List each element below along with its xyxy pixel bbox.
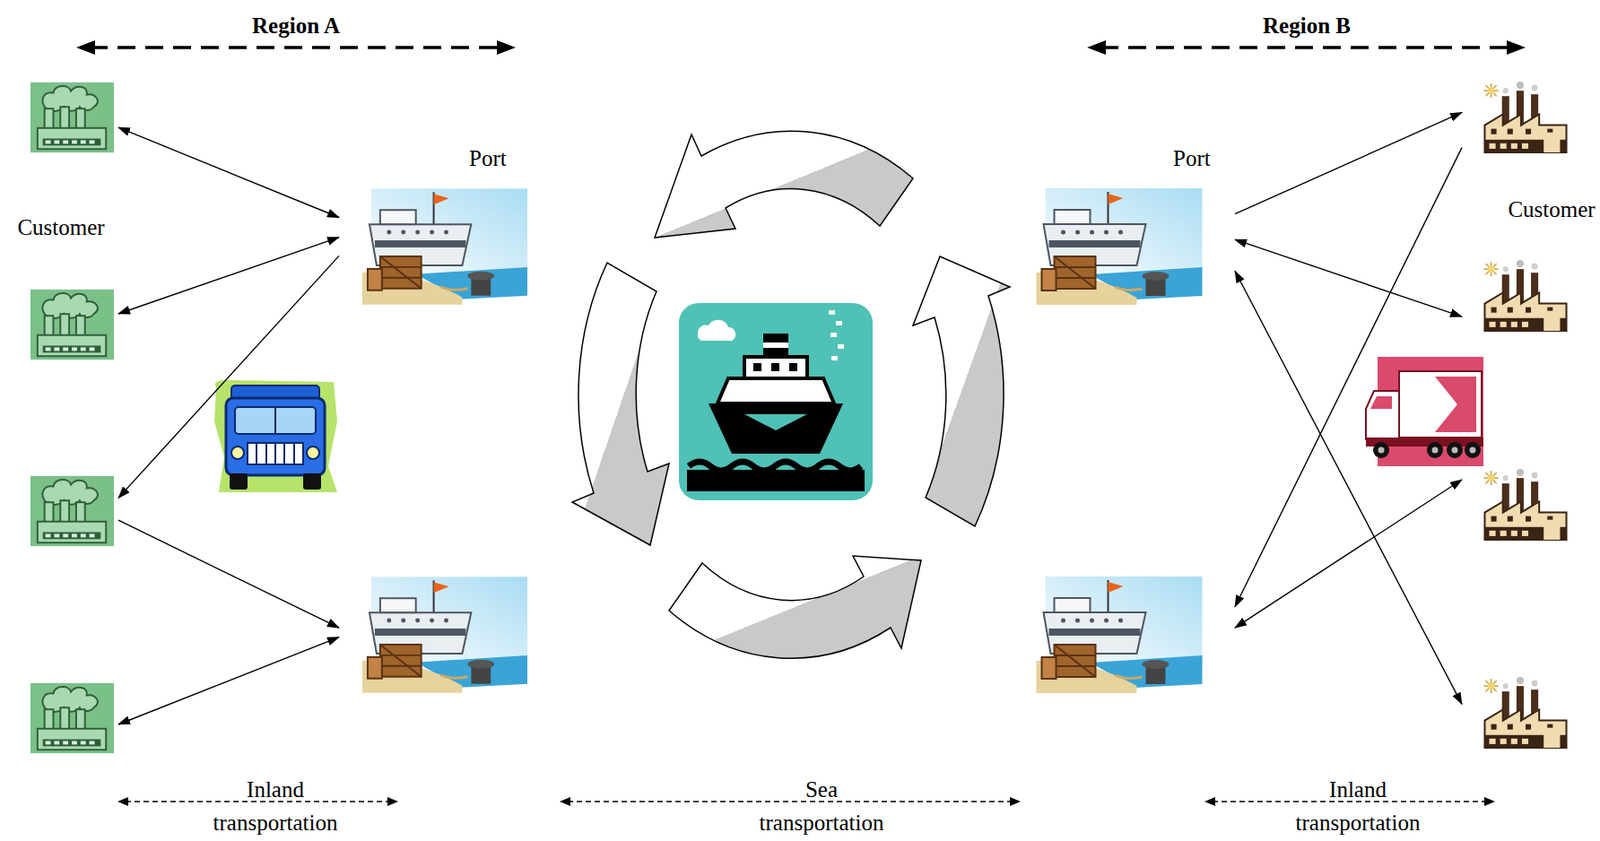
- group-label: Customer: [1503, 192, 1600, 227]
- node-label: Port: [469, 145, 507, 173]
- customer-node: [30, 288, 119, 361]
- customer-factory-icon: [1483, 469, 1566, 540]
- customer-factory-icon: [1483, 81, 1566, 153]
- truck-icon: [1365, 356, 1484, 467]
- group-label: Customer: [0, 210, 122, 244]
- span-label: Inland transportation: [1281, 773, 1435, 840]
- customer-node: [30, 474, 119, 547]
- flow-arrow: [118, 520, 340, 628]
- customer-factory-icon: [30, 476, 114, 547]
- port-icon: [1036, 188, 1203, 305]
- customer-node: [1461, 260, 1574, 332]
- port-node: [1035, 576, 1235, 694]
- port-node: [339, 576, 530, 694]
- ship-icon: [678, 303, 873, 501]
- cycle-arrow: [572, 130, 1010, 659]
- flow-arrow: [118, 255, 340, 498]
- customer-node: [1461, 81, 1574, 154]
- region-span-arrow: [76, 40, 1526, 55]
- flow-arrow: [118, 237, 340, 314]
- flow-arrow: [118, 637, 340, 725]
- port-node: Port: [339, 188, 530, 305]
- customer-factory-icon: [30, 683, 114, 754]
- node-label: Port: [1173, 145, 1211, 173]
- region-title: Region B: [1217, 8, 1397, 43]
- truck-icon: [214, 380, 338, 493]
- customer-node: [30, 681, 119, 754]
- port-icon: [1036, 576, 1203, 694]
- region-title: Region A: [206, 8, 386, 43]
- flow-arrow: [1234, 112, 1462, 214]
- flow-arrow: [1234, 270, 1462, 705]
- customer-factory-icon: [1483, 260, 1566, 331]
- flow-arrow: [1234, 479, 1462, 628]
- customer-node: [1461, 673, 1574, 746]
- flow-arrow: [1234, 147, 1462, 608]
- flow-arrow: [118, 127, 340, 218]
- customer-node: [1461, 469, 1574, 541]
- span-label: Inland transportation: [199, 773, 352, 840]
- port-icon: [362, 188, 528, 305]
- port-node: Port: [1035, 188, 1235, 305]
- customer-node: [30, 81, 119, 154]
- span-label: Sea transportation: [745, 773, 898, 840]
- customer-factory-icon: [30, 289, 114, 360]
- customer-factory-icon: [30, 82, 114, 153]
- flow-arrow: [1234, 239, 1462, 317]
- port-icon: [362, 576, 528, 693]
- customer-factory-icon: [1483, 677, 1566, 748]
